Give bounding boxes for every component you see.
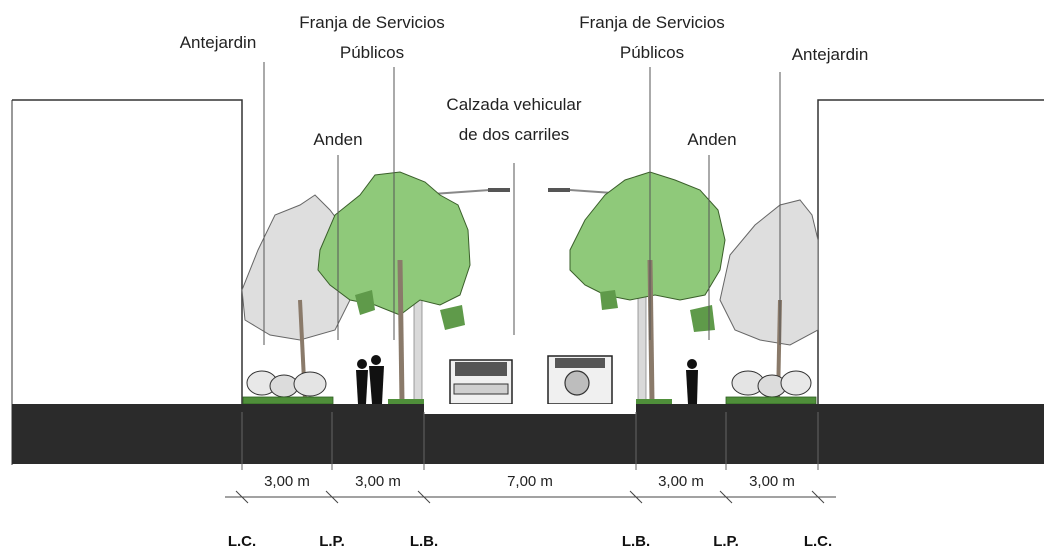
dimension-line [225, 490, 836, 504]
limit-lb-right: L.B. [622, 533, 650, 550]
franja-left-label-line1: Franja de Servicios [299, 13, 445, 32]
pointer-lines [263, 62, 781, 345]
limit-lb-left: L.B. [410, 533, 438, 550]
dimension-antejardin-right: 3,00 m [749, 473, 795, 490]
antejardin-right-label: Antejardin [792, 45, 869, 64]
vehicle-right [547, 355, 613, 412]
vehicle-left [449, 359, 513, 412]
tree-pits [388, 399, 672, 405]
limit-lp-right: L.P. [713, 533, 739, 550]
limit-lp-left: L.P. [319, 533, 345, 550]
franja-left-label-line2: Públicos [340, 43, 404, 62]
ground-section [12, 404, 1044, 464]
pedestrian-right [686, 359, 698, 404]
dimension-antejardin-left: 3,00 m [264, 473, 310, 490]
calzada-label-line1: Calzada vehicular [446, 95, 581, 114]
anden-left-label: Anden [313, 130, 362, 149]
dimension-anden-right: 3,00 m [658, 473, 704, 490]
franja-right-label-line2: Públicos [620, 43, 684, 62]
limit-lc-left: L.C. [228, 533, 256, 550]
shrubs-left [242, 370, 334, 405]
shrubs-right [725, 370, 817, 405]
dimension-calzada: 7,00 m [507, 473, 553, 490]
anden-right-label: Anden [687, 130, 736, 149]
antejardin-left-label: Antejardin [180, 33, 257, 52]
dimension-anden-left: 3,00 m [355, 473, 401, 490]
building-right [817, 99, 1044, 405]
grey-tree-right [719, 199, 819, 401]
pedestrians-left [356, 355, 384, 404]
franja-right-label-line1: Franja de Servicios [579, 13, 725, 32]
dimension-ticks [241, 412, 819, 470]
calzada-label-line2: de dos carriles [459, 125, 570, 144]
limit-lc-right: L.C. [804, 533, 832, 550]
